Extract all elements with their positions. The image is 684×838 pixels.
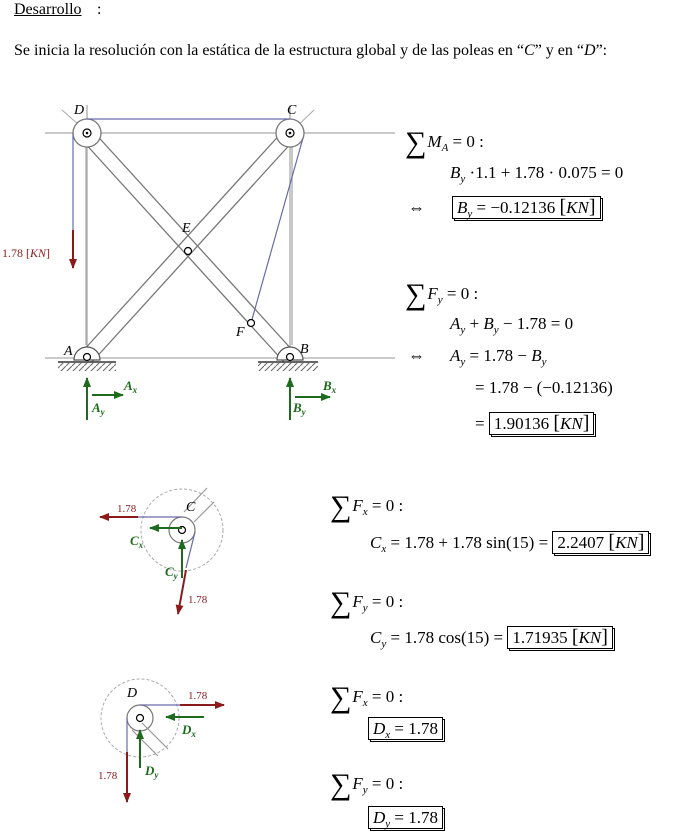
Cx-label: Cx	[130, 533, 144, 550]
pin-F	[246, 318, 256, 328]
intro-text-1: Se inicia la resolución con la estática …	[14, 42, 525, 59]
Dy-label: Dy	[144, 763, 159, 780]
label-C: C	[287, 103, 297, 118]
eq-Cx: Cx = 1.78 + 1.78 sin(15) = 2.2407 [KN]	[370, 531, 650, 559]
label-Ax: Ax	[123, 378, 138, 395]
support-A	[58, 346, 116, 371]
label-A: A	[63, 344, 73, 359]
label-D: D	[73, 103, 84, 118]
C-load-v-label: 1.78	[188, 594, 208, 606]
Dx-label: Dx	[181, 722, 196, 739]
eq-Fy1-line1: Ay + By − 1.78 = 0	[450, 314, 574, 336]
intro-d: D	[584, 42, 596, 59]
eq-sum-Fx-D: ∑Fx = 0 :	[330, 681, 404, 714]
member-DB	[81, 129, 295, 363]
label-E: E	[181, 221, 191, 236]
pulley-C-diagram: C 1.78 1.78 Cx Cy	[99, 487, 224, 615]
section-heading: Desarrollo	[14, 1, 82, 18]
support-B	[258, 346, 318, 371]
sigma-icon: ∑	[405, 126, 427, 159]
eq-Dy: Dy = 1.78	[368, 806, 444, 834]
section-heading-colon: :	[97, 1, 102, 18]
C-load-v-arrow	[175, 569, 187, 615]
member-AC	[81, 129, 295, 363]
sigma-icon: ∑	[405, 278, 427, 311]
label-By: By	[292, 400, 307, 417]
eq-sum-MA: ∑MA = 0 :	[405, 126, 484, 159]
label-Bx: Bx	[322, 378, 337, 395]
eq-iff-1: ⇔	[408, 198, 425, 217]
sigma-icon: ∑	[330, 768, 352, 801]
Cy-label: Cy	[165, 564, 179, 581]
C-label: C	[186, 500, 196, 515]
D-label: D	[126, 686, 137, 701]
eq-sum-Fy-1: ∑Fy = 0 :	[405, 278, 479, 311]
eq-Ay-line1: Ay = 1.78 − By	[450, 346, 547, 368]
eq-sum-Fy-D: ∑Fy = 0 :	[330, 768, 404, 801]
label-B: B	[300, 342, 309, 357]
eq-MA-line1: By ·1.1 + 1.78 · 0.075 = 0	[450, 163, 624, 185]
D-load-h-label: 1.78	[188, 690, 208, 702]
D-load-v-label: 1.78	[98, 770, 118, 782]
sigma-icon: ∑	[330, 681, 352, 714]
intro-paragraph: Se inicia la resolución con la estática …	[14, 40, 679, 62]
intro-text-3: ”:	[595, 42, 608, 59]
eq-Ay-line3: = 1.90136 [KN]	[475, 412, 595, 435]
C-load-h-label: 1.78	[117, 503, 137, 515]
cable-right	[250, 137, 304, 324]
pin-E	[183, 246, 193, 256]
sigma-icon: ∑	[330, 586, 352, 619]
intro-c: C	[524, 42, 535, 59]
main-structure: D C E F A B 1.78 [KN] Ax Ay Bx By	[2, 103, 395, 420]
eq-sum-Fx-C: ∑Fx = 0 :	[330, 490, 404, 523]
intro-text-2: ” y en “	[534, 42, 585, 59]
sigma-icon: ∑	[330, 490, 352, 523]
eq-By-result: By = −0.12136 [KN]	[452, 196, 601, 224]
eq-iff-2: ⇔	[408, 346, 425, 365]
eq-Dx: Dx = 1.78	[368, 717, 444, 745]
pulley-D-diagram: D 1.78 1.78 Dx Dy	[98, 678, 225, 803]
eq-Ay-line2: = 1.78 − (−0.12136)	[475, 378, 613, 397]
eq-sum-Fy-C: ∑Fy = 0 :	[330, 586, 404, 619]
load-label: 1.78 [KN]	[2, 246, 50, 260]
label-F: F	[235, 325, 245, 340]
eq-Cy: Cy = 1.78 cos(15) = 1.71935 [KN]	[370, 626, 613, 654]
label-Ay: Ay	[91, 400, 106, 417]
